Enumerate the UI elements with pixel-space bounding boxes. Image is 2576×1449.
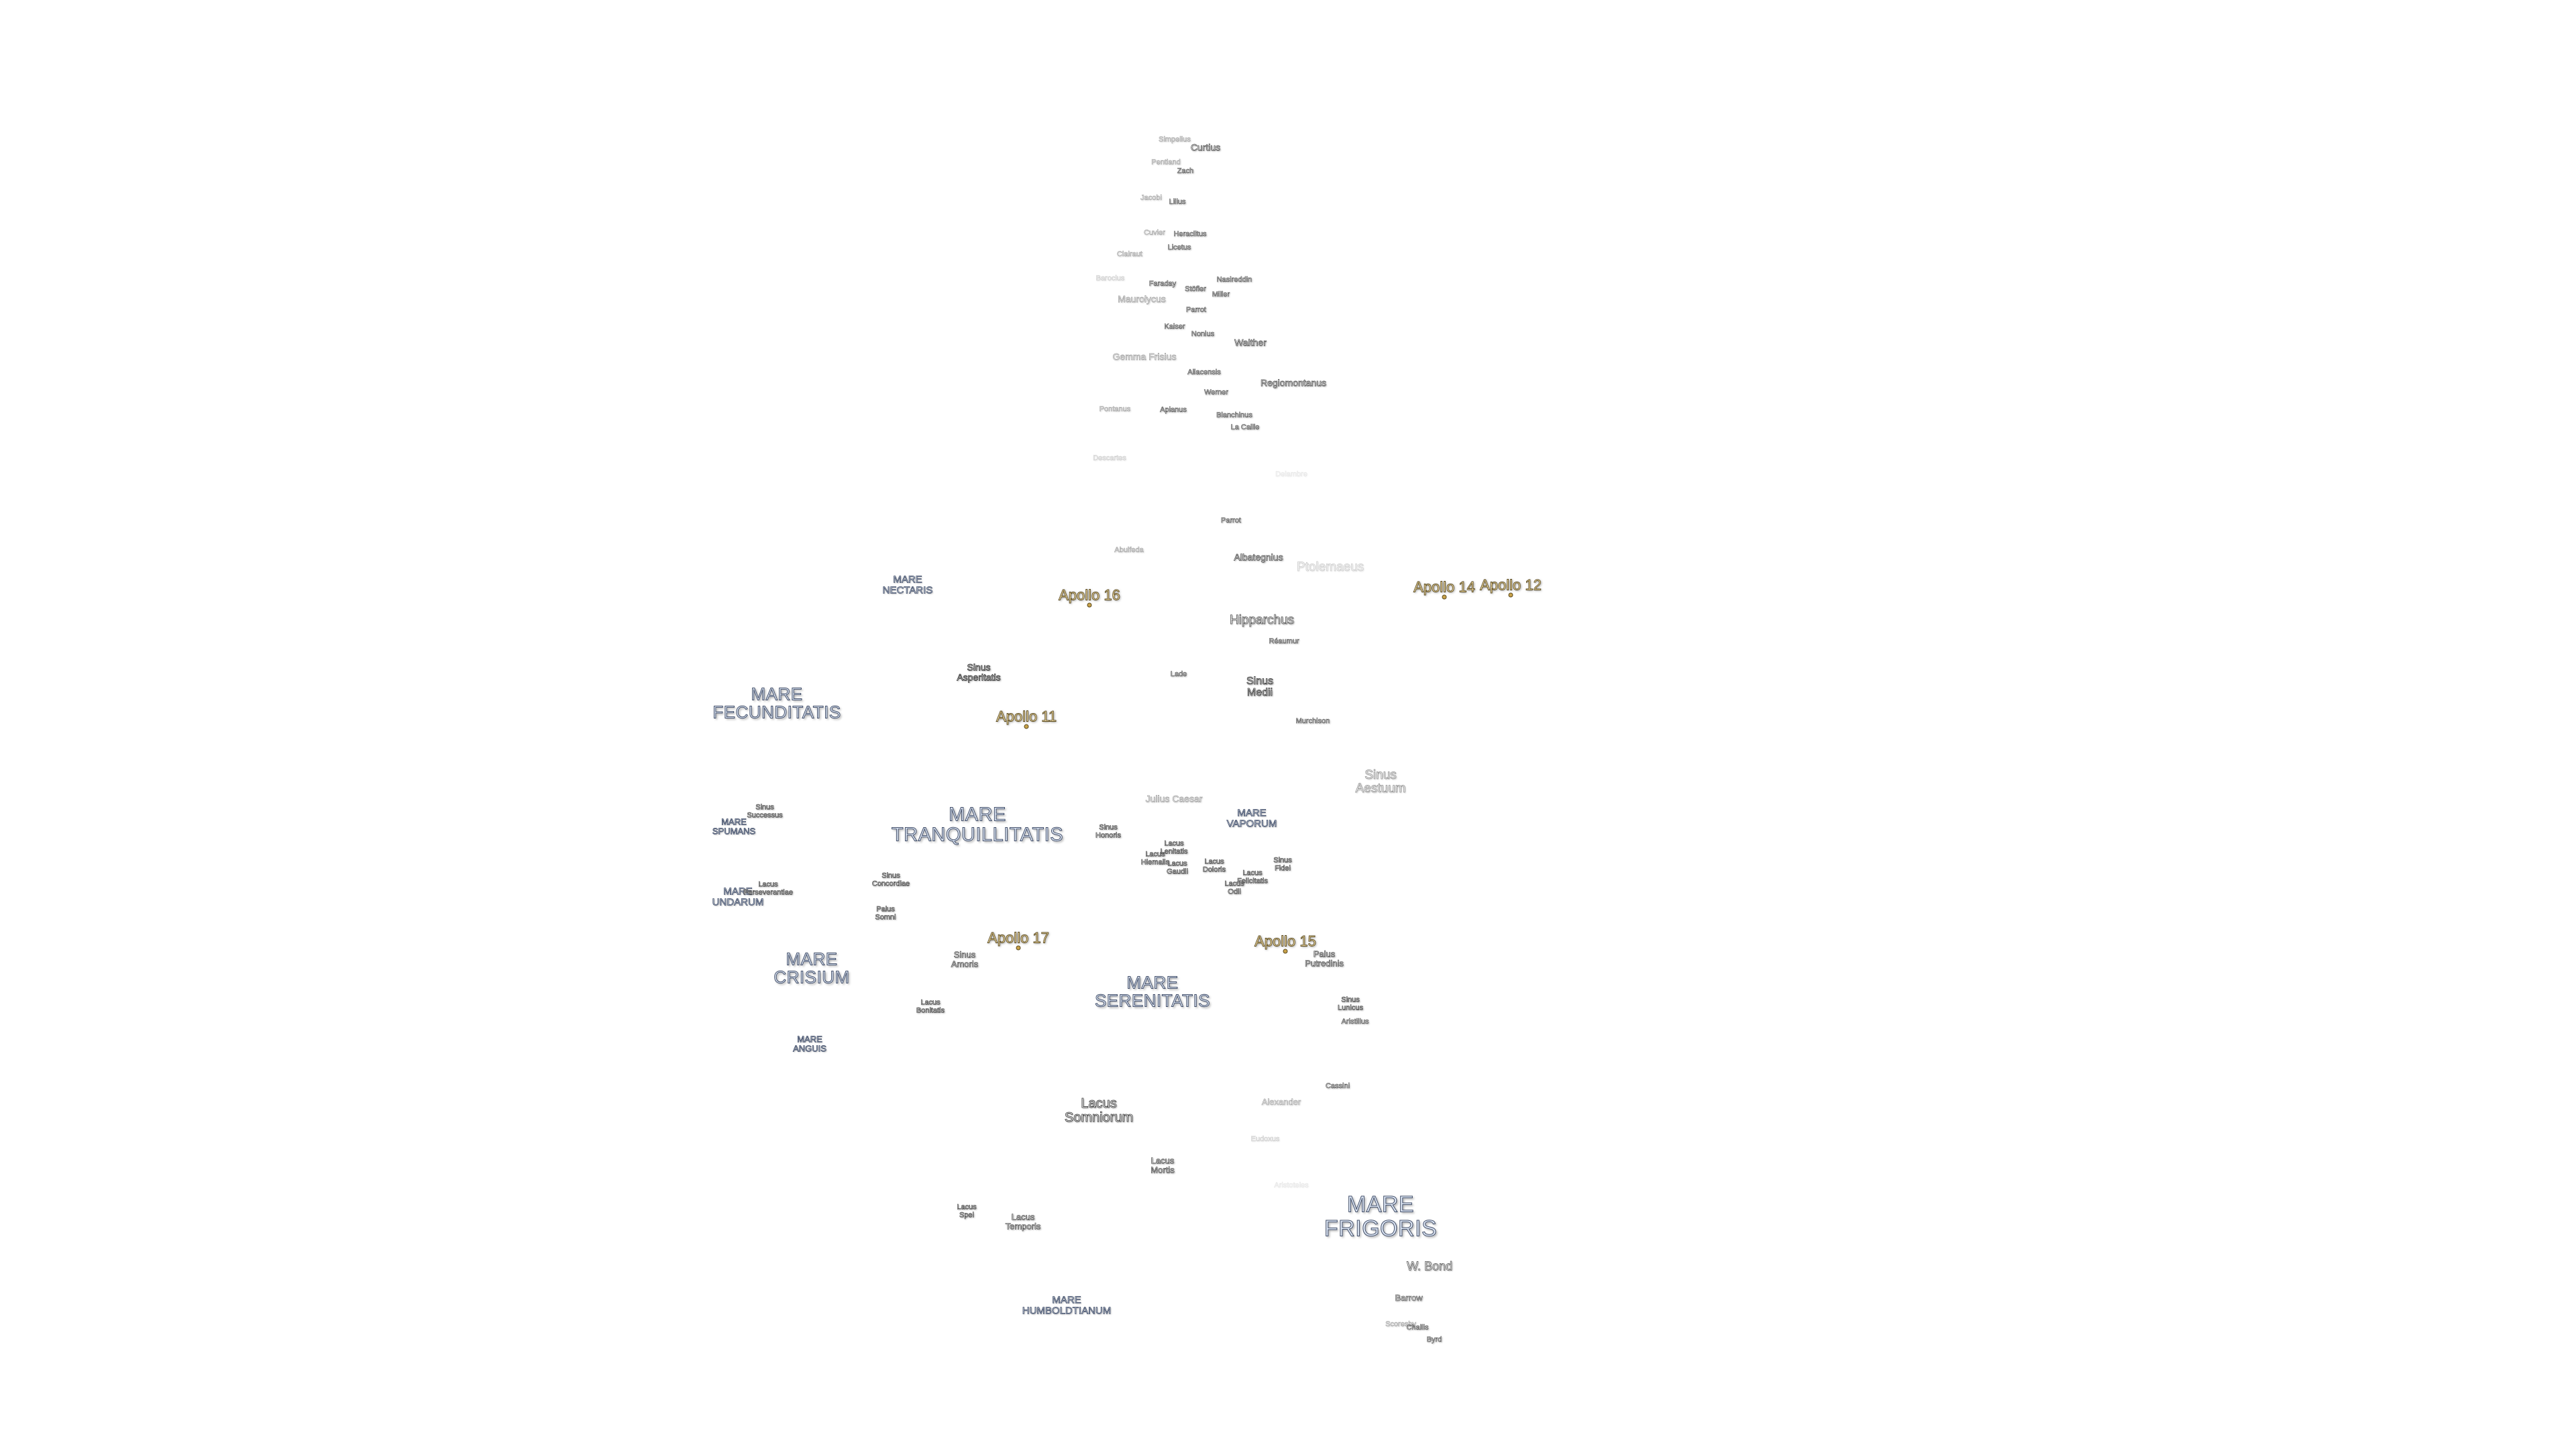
mare-nectaris-label: MARE NECTARIS bbox=[882, 574, 933, 596]
lacus-somniorum-label: Lacus Somniorum bbox=[1064, 1096, 1134, 1125]
lacus-spei-label: Lacus Spei bbox=[957, 1203, 977, 1219]
crater-nasireddin-label: Nasireddin bbox=[1216, 276, 1252, 284]
crater-zach-label: Zach bbox=[1177, 167, 1194, 176]
crater-abulfeda-label: Abulfeda bbox=[1114, 546, 1144, 555]
crater-cuvier-label: Cuvier bbox=[1144, 229, 1165, 237]
crater-stofler-label: Stöfler bbox=[1185, 285, 1206, 294]
sinus-amoris-label: Sinus Amoris bbox=[951, 949, 979, 969]
lacus-odii-label: Lacus Odii bbox=[1224, 879, 1244, 896]
apollo-17-label[interactable]: Apollo 17 bbox=[987, 929, 1050, 947]
crater-scoresby-label: Scoresby bbox=[1385, 1320, 1416, 1329]
lacus-mortis-label: Lacus Mortis bbox=[1150, 1155, 1175, 1175]
lacus-perseverantiae-label: Lacus Perseverantiae bbox=[743, 880, 794, 896]
crater-lade-label: Lade bbox=[1170, 670, 1187, 679]
palus-somni-label: Palus Somni bbox=[875, 905, 896, 921]
crater-pentland-label: Pentland bbox=[1151, 158, 1181, 167]
sinus-medii-label: Sinus Medii bbox=[1246, 676, 1274, 698]
lacus-bonitatis-label: Lacus Bonitatis bbox=[916, 998, 945, 1014]
crater-byrd-label: Byrd bbox=[1426, 1336, 1442, 1344]
crater-miller-label: Miller bbox=[1212, 290, 1230, 299]
mare-vaporum-label: MARE VAPORUM bbox=[1226, 807, 1277, 829]
mare-anguis-label: MARE ANGUIS bbox=[793, 1034, 827, 1053]
crater-hipparchus-label: Hipparchus bbox=[1229, 613, 1295, 628]
crater-regiomontanus-label: Regiomontanus bbox=[1260, 377, 1327, 388]
crater-aristillus-label: Aristillus bbox=[1341, 1018, 1369, 1026]
crater-cassini-label: Cassini bbox=[1325, 1082, 1350, 1091]
sinus-honoris-label: Sinus Honoris bbox=[1095, 823, 1122, 839]
apollo-11-label[interactable]: Apollo 11 bbox=[996, 708, 1057, 725]
crater-walther-label: Walther bbox=[1234, 337, 1267, 348]
crater-lilius-label: Lilius bbox=[1169, 198, 1186, 207]
apollo-14-marker-icon[interactable] bbox=[1442, 594, 1447, 600]
mare-serenitatis-label: MARE SERENITATIS bbox=[1094, 972, 1211, 1011]
crater-barrow-label: Barrow bbox=[1395, 1293, 1423, 1303]
crater-simpelius-label: Simpelius bbox=[1159, 136, 1191, 144]
crater-alexander-label: Alexander bbox=[1261, 1097, 1301, 1108]
sinus-concordiae-label: Sinus Concordiae bbox=[871, 871, 910, 888]
crater-heraclitus-label: Heraclitus bbox=[1173, 230, 1207, 239]
mare-humboldtianum-label: MARE HUMBOLDTIANUM bbox=[1022, 1294, 1112, 1316]
apollo-15-marker-icon[interactable] bbox=[1283, 949, 1288, 954]
mare-frigoris-label: MARE FRIGORIS bbox=[1324, 1191, 1438, 1241]
crater-gemma-frisius-label: Gemma Frisius bbox=[1112, 351, 1177, 362]
crater-nonius-label: Nonius bbox=[1191, 330, 1215, 339]
crater-challis-label: Challis bbox=[1406, 1324, 1429, 1332]
sinus-successus-label: Sinus Successus bbox=[747, 803, 783, 819]
crater-albategnius-label: Albategnius bbox=[1234, 551, 1283, 563]
crater-jacobi-label: Jacobi bbox=[1140, 194, 1162, 203]
crater-eudoxus-label: Eudoxus bbox=[1250, 1135, 1280, 1144]
sinus-lunicus-label: Sinus Lunicus bbox=[1338, 996, 1364, 1012]
crater-w-bond-label: W. Bond bbox=[1406, 1259, 1453, 1273]
apollo-17-marker-icon[interactable] bbox=[1016, 945, 1021, 951]
sinus-aestuum-label: Sinus Aestuum bbox=[1355, 768, 1406, 796]
apollo-14-label[interactable]: Apollo 14 bbox=[1413, 578, 1476, 596]
apollo-15-label[interactable]: Apollo 15 bbox=[1254, 932, 1317, 950]
mare-undarum-label: MARE UNDARUM bbox=[712, 885, 764, 908]
apollo-16-label[interactable]: Apollo 16 bbox=[1059, 586, 1121, 604]
crater-delambre-label: Delambre bbox=[1275, 470, 1307, 479]
crater-reaumur-label: Réaumur bbox=[1269, 637, 1299, 646]
crater-parrot-label: Parrot bbox=[1221, 517, 1242, 525]
mare-tranquillitatis-label: MARE TRANQUILLITATIS bbox=[891, 804, 1064, 846]
crater-maurolycus-label: Maurolycus bbox=[1118, 293, 1166, 305]
sinus-asperitatis-label: Sinus Asperitatis bbox=[957, 661, 1001, 682]
lacus-hiemalis-label: Lacus Hiemalis bbox=[1140, 850, 1170, 866]
apollo-11-marker-icon[interactable] bbox=[1024, 724, 1029, 729]
apollo-12-marker-icon[interactable] bbox=[1508, 592, 1513, 598]
crater-clairaut-label: Clairaut bbox=[1117, 250, 1143, 259]
lacus-gaudii-label: Lacus Gaudii bbox=[1167, 859, 1188, 875]
palus-putredinis-label: Palus Putredinis bbox=[1305, 949, 1344, 968]
lacus-felicitatis-label: Lacus Felicitatis bbox=[1237, 869, 1268, 885]
crater-la-caille-label: La Caille bbox=[1230, 423, 1260, 432]
crater-apianus-label: Apianus bbox=[1160, 406, 1187, 415]
crater-pontanus-label: Pontanus bbox=[1099, 405, 1131, 414]
crater-kaiser-label: Kaiser bbox=[1164, 323, 1185, 331]
crater-barocius-label: Barocius bbox=[1095, 274, 1125, 283]
crater-aliacensis-label: Aliacensis bbox=[1187, 368, 1221, 377]
crater-aristoteles-label: Aristoteles bbox=[1274, 1181, 1309, 1190]
crater-curtius-label: Curtius bbox=[1190, 142, 1221, 153]
crater-descartes-label: Descartes bbox=[1093, 454, 1126, 463]
mare-fecunditatis-label: MARE FECUNDITATIS bbox=[712, 684, 841, 722]
crater-murchison-label: Murchison bbox=[1295, 717, 1330, 726]
crater-werner-label: Werner bbox=[1204, 388, 1228, 397]
crater-julius-caesar-label: Julius Caesar bbox=[1145, 793, 1203, 804]
sinus-fidei-label: Sinus Fidei bbox=[1273, 856, 1292, 872]
crater-faraday-label: Faraday bbox=[1148, 280, 1177, 288]
lacus-temporis-label: Lacus Temporis bbox=[1005, 1212, 1041, 1231]
lacus-lenitatis-label: Lacus Lenitatis bbox=[1160, 839, 1188, 855]
mare-spumans-label: MARE SPUMANS bbox=[712, 816, 756, 836]
mare-crisium-label: MARE CRISIUM bbox=[773, 949, 850, 987]
crater-parrot-l-label: Parrot bbox=[1186, 306, 1207, 315]
apollo-12-label[interactable]: Apollo 12 bbox=[1480, 576, 1542, 594]
crater-licetus-label: Licetus bbox=[1167, 244, 1191, 252]
lacus-doloris-label: Lacus Doloris bbox=[1202, 857, 1226, 873]
apollo-16-marker-icon[interactable] bbox=[1087, 602, 1092, 608]
crater-ptolemaeus-label: Ptolemaeus bbox=[1296, 560, 1364, 575]
crater-blanchinus-label: Blanchinus bbox=[1216, 411, 1252, 420]
